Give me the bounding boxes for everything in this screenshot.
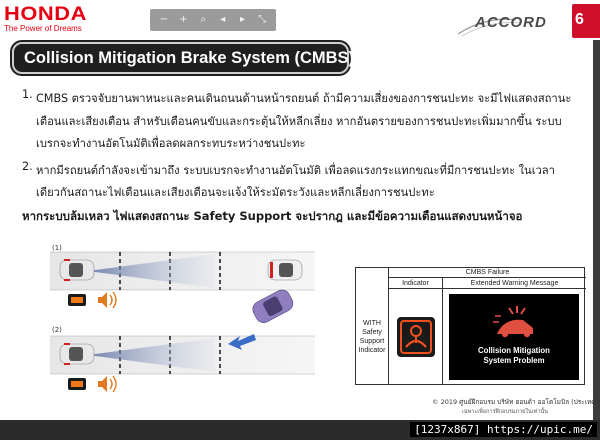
- list-line: เตือนและเสียงเตือน สำหรับเตือนคนขับและกร…: [36, 114, 562, 128]
- accord-logo: ACCORD: [475, 14, 547, 31]
- viewer-toolbar: − + ⌕ ◂ ▸ ⤡: [150, 9, 276, 31]
- copyright-text: © 2019 ศูนย์ฝึกอบรม บริษัท ฮอนด้า ออโตโม…: [432, 398, 600, 406]
- list-line: หากมีรถยนต์กำลังจะเข้ามาถึง ระบบเบรกจะทำ…: [36, 163, 555, 177]
- scenario-2-label: (2): [52, 326, 62, 334]
- brand-tagline: The Power of Dreams: [4, 24, 82, 33]
- table-header-indicator: Indicator: [388, 278, 442, 289]
- page-number-tab: 6: [572, 4, 600, 38]
- list-item: 2. หากมีรถยนต์กำลังจะเข้ามาถึง ระบบเบรกจ…: [22, 160, 590, 205]
- list-item: 1. CMBS ตรวจจับยานพาหนะและคนเดินถนนด้านห…: [22, 88, 590, 156]
- warning-message-text: Collision Mitigation System Problem: [449, 346, 579, 366]
- failure-warning-text: หากระบบล้มเหลว ไฟแสดงสถานะ Safety Suppor…: [22, 209, 523, 223]
- radar-beam-1: [88, 254, 215, 288]
- list-number: 1.: [22, 88, 33, 101]
- cut-in-arrow-icon: [228, 334, 256, 350]
- safety-support-indicator-icon: [397, 317, 435, 357]
- zoom-icon[interactable]: ⌕: [200, 14, 206, 25]
- description-list: 1. CMBS ตรวจจับยานพาหนะและคนเดินถนนด้านห…: [22, 88, 590, 209]
- table-header-message: Extended Warning Message: [442, 278, 586, 289]
- fit-icon[interactable]: ⤡: [258, 14, 267, 25]
- warning-indicator-1: [68, 294, 86, 306]
- sound-icon-2: [98, 375, 117, 393]
- scenario-1-label: (1): [52, 244, 62, 252]
- table-row-label: WITH Safety Support Indicator: [356, 289, 388, 385]
- collision-warning-icon: [493, 306, 533, 338]
- title-box: Collision Mitigation Brake System (CMBS): [12, 42, 354, 74]
- message-cell: Collision Mitigation System Problem: [442, 289, 586, 385]
- car-2: [59, 343, 95, 365]
- slide-header: HONDA The Power of Dreams − + ⌕ ◂ ▸ ⤡ AC…: [0, 0, 600, 40]
- list-line: CMBS ตรวจจับยานพาหนะและคนเดินถนนด้านหน้า…: [36, 92, 572, 105]
- next-icon[interactable]: ▸: [239, 14, 245, 25]
- window-edge: [593, 40, 600, 420]
- honda-logo: HONDA: [4, 4, 87, 25]
- radar-beam-2: [88, 338, 215, 372]
- row-label-line: Support: [359, 338, 385, 345]
- copyright-subtext: เฉพาะเพื่อการฝึกอบรมภายในเท่านั้น: [462, 409, 548, 415]
- image-info-label[interactable]: [1237x867] https://upic.me/: [410, 422, 597, 437]
- list-line: เดียวกันสถานะไฟเตือนและเสียงเตือนจะแจ้งใ…: [36, 186, 435, 199]
- warning-message-screen: Collision Mitigation System Problem: [449, 294, 579, 380]
- message-line: System Problem: [483, 356, 545, 365]
- bottom-bar: [1237x867] https://upic.me/: [0, 420, 600, 440]
- message-line: Collision Mitigation: [478, 346, 550, 355]
- cmbs-illustration: (1) (2): [50, 244, 315, 393]
- list-number: 2.: [22, 159, 33, 173]
- cut-in-car: [252, 289, 294, 323]
- row-label-line: Indicator: [358, 347, 386, 354]
- indicator-cell: [388, 289, 442, 385]
- slide-title: Collision Mitigation Brake System (CMBS): [24, 49, 355, 67]
- warning-indicator-2: [68, 378, 86, 390]
- accord-swoosh-icon: [457, 18, 521, 37]
- table-title: CMBS Failure: [388, 268, 586, 278]
- minus-icon[interactable]: −: [159, 14, 169, 25]
- row-label-line: Safety: [362, 329, 382, 336]
- list-line: เบรกจะทำงานอัตโนมัติเพื่อลดผลกระทบระหว่า…: [36, 137, 306, 150]
- row-label-line: WITH: [363, 320, 381, 327]
- prev-icon[interactable]: ◂: [220, 14, 226, 25]
- car-1: [59, 259, 95, 281]
- car-ahead: [267, 259, 303, 281]
- plus-icon[interactable]: +: [179, 14, 188, 25]
- cmbs-failure-table: CMBS Failure Indicator Extended Warning …: [355, 267, 586, 385]
- sound-icon-1: [98, 291, 117, 309]
